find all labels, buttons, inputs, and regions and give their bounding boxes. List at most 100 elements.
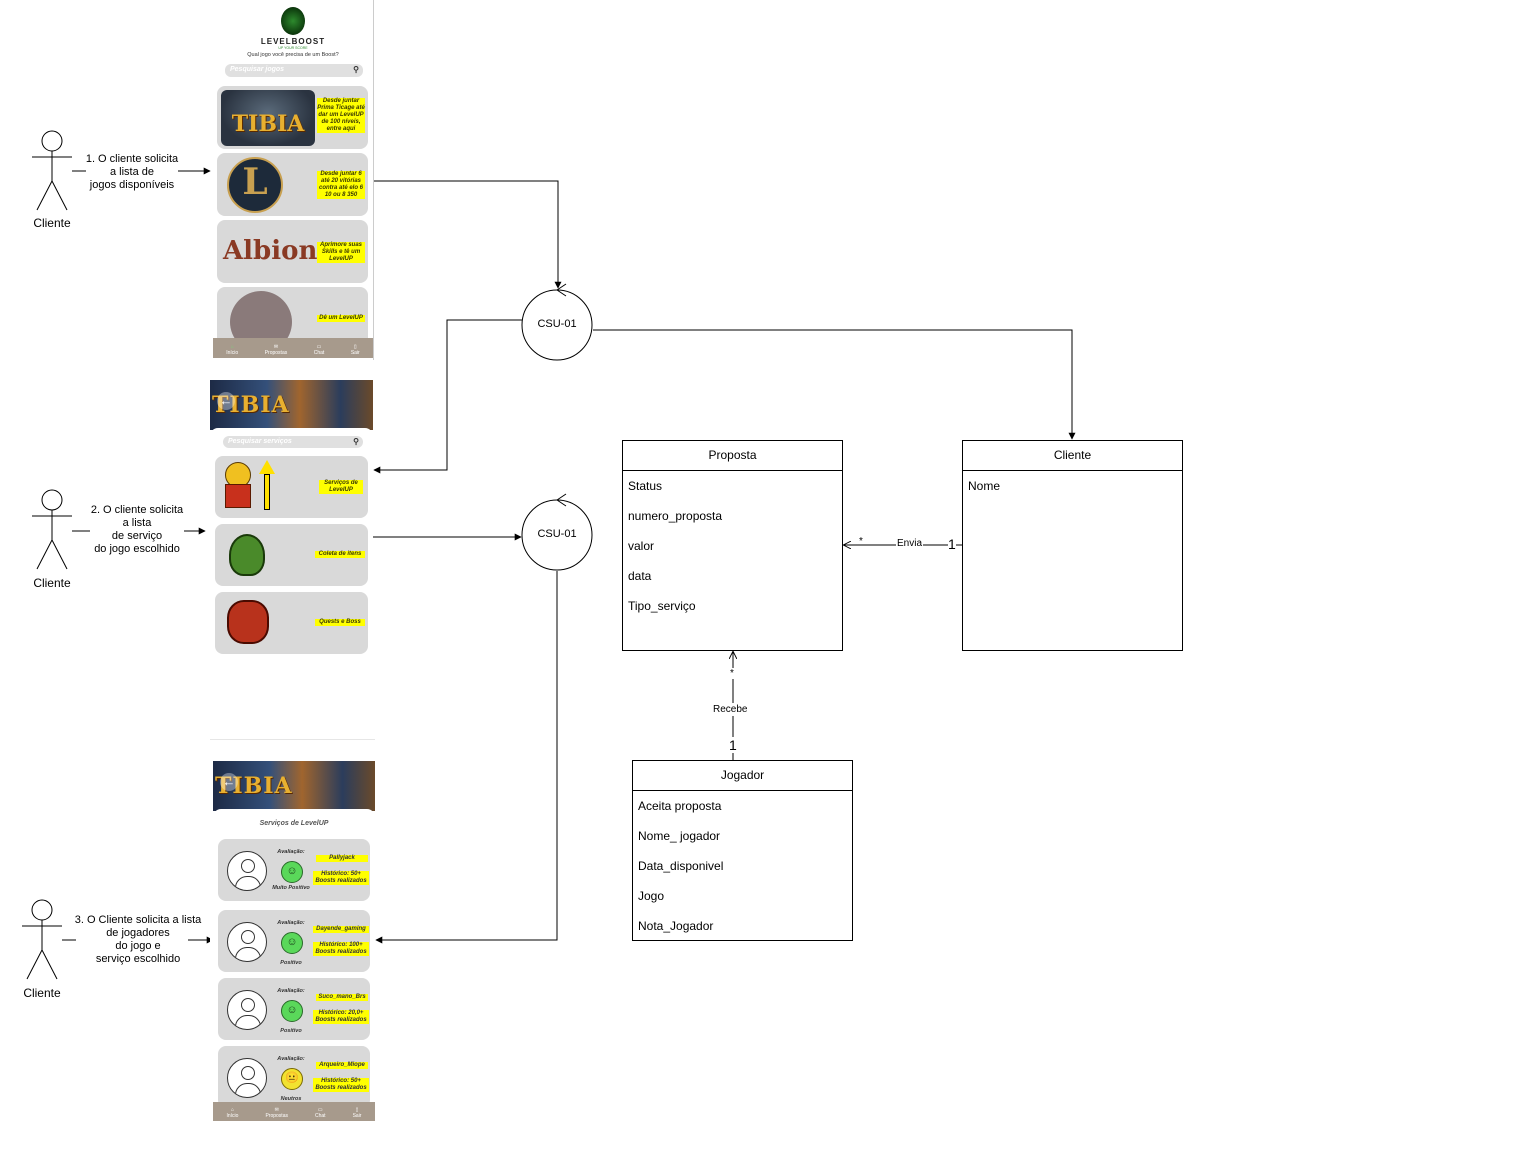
service-search-placeholder: Pesquisar serviços bbox=[228, 438, 292, 445]
nav-chat-label: Chat bbox=[315, 1113, 326, 1119]
service-label-items: Coleta de itens bbox=[315, 551, 365, 558]
player-list-heading: Serviços de LevelUP bbox=[259, 820, 329, 827]
screen1-subtitle: Qual jogo você precisa de um Boost? bbox=[247, 52, 339, 58]
player-name-1: Pallyjack bbox=[316, 855, 368, 862]
player-card-3[interactable]: Avaliação: ☺ Positivo Suco_mano_Brs Hist… bbox=[218, 978, 370, 1040]
game-card-lol[interactable]: L Desde juntar 6 até 20 vitórias contra … bbox=[217, 153, 368, 216]
player-card-1[interactable]: Avaliação: ☺ Muito Positivo Pallyjack Hi… bbox=[218, 839, 370, 901]
tibia-banner-3 bbox=[213, 761, 375, 811]
step-text-3: 3. O Cliente solicita a lista de jogador… bbox=[74, 914, 202, 965]
rating-value-4: Neutros bbox=[280, 1096, 302, 1102]
levelup-character-icon bbox=[225, 462, 251, 488]
service-label-levelup: Serviços de LevelUP bbox=[319, 480, 363, 494]
attr-jogo: Jogo bbox=[638, 889, 665, 903]
lol-logo-icon bbox=[227, 157, 283, 213]
nav-home-label: Início bbox=[226, 350, 239, 356]
game-card-tibia[interactable]: TIBIA Desde juntar Prima Ticage até dar … bbox=[217, 86, 368, 149]
class-name-cliente: Cliente bbox=[963, 441, 1182, 471]
nav-home-label: Início bbox=[226, 1113, 239, 1119]
nav-exit-3[interactable]: ▯Sair bbox=[352, 1107, 362, 1119]
attr-data: data bbox=[628, 569, 652, 583]
attr-status: Status bbox=[628, 479, 663, 493]
happy-face-icon: ☺ bbox=[281, 1000, 303, 1022]
service-label-quests: Quests e Boss bbox=[315, 619, 365, 626]
neutral-face-icon: 😐 bbox=[281, 1068, 303, 1090]
control-label-2: CSU-01 bbox=[537, 528, 577, 540]
bottom-nav-3: ⌂Início ✉Propostas ▭Chat ▯Sair bbox=[213, 1102, 375, 1121]
nav-proposals-1[interactable]: ✉Propostas bbox=[264, 344, 288, 356]
game-name-tibia: TIBIA bbox=[231, 111, 305, 137]
happy-face-icon: ☺ bbox=[281, 932, 303, 954]
class-name-jogador: Jogador bbox=[633, 761, 852, 791]
game-name-lol: L bbox=[242, 161, 268, 203]
rating-value-1: Muito Positivo bbox=[272, 885, 310, 891]
dragon-logo-icon bbox=[281, 7, 305, 35]
nav-chat-3[interactable]: ▭Chat bbox=[315, 1107, 326, 1119]
service-search-input[interactable]: Pesquisar serviços ⚲ bbox=[223, 436, 363, 448]
attr-data-disponivel: Data_disponivel bbox=[638, 859, 724, 873]
player-history-1: Histórico: 50+ Boosts realizados bbox=[313, 871, 369, 885]
control-label-1: CSU-01 bbox=[537, 318, 577, 330]
class-cliente[interactable]: Cliente Nome bbox=[962, 440, 1183, 651]
multiplicity-recebe-source: 1 bbox=[729, 737, 737, 753]
actor-figure-3 bbox=[22, 899, 62, 980]
service-card-quests[interactable]: Quests e Boss bbox=[215, 592, 368, 654]
association-label-envia: Envia bbox=[896, 538, 924, 549]
nav-proposals-3[interactable]: ✉Propostas bbox=[265, 1107, 288, 1119]
attr-tipo-servico: Tipo_serviço bbox=[628, 599, 696, 613]
arrow-up-icon bbox=[259, 460, 275, 474]
multiplicity-recebe-target: * bbox=[730, 668, 734, 679]
game-desc-albion: Aprimore suas Skills e tê um LevelUP bbox=[317, 242, 365, 263]
attr-aceita-proposta: Aceita proposta bbox=[638, 799, 722, 813]
rating-value-3: Positivo bbox=[280, 1028, 302, 1034]
back-button-3[interactable]: ← bbox=[220, 773, 238, 791]
bag-icon bbox=[229, 534, 265, 576]
game-search-placeholder: Pesquisar jogos bbox=[230, 66, 285, 73]
avatar bbox=[227, 851, 267, 891]
nav-exit-label: Sair bbox=[350, 350, 360, 356]
attr-numero-proposta: numero_proposta bbox=[628, 509, 723, 523]
attr-nome: Nome bbox=[968, 479, 1001, 493]
rating-value-2: Positivo bbox=[280, 960, 302, 966]
nav-exit-label: Sair bbox=[352, 1113, 362, 1119]
game-card-albion[interactable]: Albion Aprimore suas Skills e tê um Leve… bbox=[217, 220, 368, 283]
nav-home-1[interactable]: ⌂Início bbox=[226, 344, 239, 356]
service-card-levelup[interactable]: Serviços de LevelUP bbox=[215, 456, 368, 518]
nav-exit-1[interactable]: ▯Sair bbox=[350, 344, 360, 356]
game-search-input[interactable]: Pesquisar jogos ⚲ bbox=[225, 64, 363, 77]
brand-tag: UP YOUR SCORE bbox=[278, 46, 308, 50]
screen-service-list: TIBIA ← Pesquisar serviços ⚲ Serviços de… bbox=[210, 380, 373, 660]
demon-icon bbox=[227, 600, 269, 644]
game-desc-4: Dê um LevelUP bbox=[317, 315, 365, 322]
player-name-2: Dayende_gaming bbox=[313, 926, 369, 933]
avatar bbox=[227, 1058, 267, 1098]
banner-title-2: TIBIA bbox=[212, 392, 290, 418]
tibia-banner bbox=[210, 380, 373, 430]
player-card-2[interactable]: Avaliação: ☺ Positivo Dayende_gaming His… bbox=[218, 910, 370, 972]
search-icon: ⚲ bbox=[353, 65, 359, 74]
screen-game-list: LEVELBOOST UP YOUR SCORE Qual jogo você … bbox=[213, 0, 374, 360]
attr-nome-jogador: Nome_ jogador bbox=[638, 829, 721, 843]
game-desc-tibia: Desde juntar Prima Ticage até dar um Lev… bbox=[317, 98, 365, 133]
service-card-items[interactable]: Coleta de itens bbox=[215, 524, 368, 586]
avatar bbox=[227, 922, 267, 962]
actor-label-2: Cliente bbox=[33, 576, 71, 590]
nav-home-3[interactable]: ⌂Início bbox=[226, 1107, 239, 1119]
player-history-4: Histórico: 50+ Boosts realizados bbox=[313, 1078, 369, 1092]
brand-name: LEVELBOOST bbox=[260, 37, 326, 46]
class-jogador[interactable]: Jogador Aceita proposta Nome_ jogador Da… bbox=[632, 760, 853, 941]
player-history-3: Histórico: 20,0+ Boosts realizados bbox=[313, 1010, 369, 1024]
multiplicity-envia-source: 1 bbox=[948, 536, 956, 552]
attr-nota-jogador: Nota_Jogador bbox=[638, 919, 714, 933]
step-text-2: 2. O cliente solicita a lista de serviço… bbox=[90, 504, 184, 555]
avatar bbox=[227, 990, 267, 1030]
game-name-albion: Albion bbox=[223, 236, 318, 266]
nav-chat-label: Chat bbox=[313, 350, 325, 356]
class-proposta[interactable]: Proposta Status numero_proposta valor da… bbox=[622, 440, 843, 651]
player-name-3: Suco_mano_Brs bbox=[316, 994, 368, 1001]
step-text-1: 1. O cliente solicita a lista de jogos d… bbox=[85, 153, 179, 191]
back-button-2[interactable]: ← bbox=[217, 392, 235, 410]
happy-face-icon: ☺ bbox=[281, 861, 303, 883]
nav-chat-1[interactable]: ▭Chat bbox=[313, 344, 325, 356]
player-card-4[interactable]: Avaliação: 😐 Neutros Arqueiro_Miope Hist… bbox=[218, 1046, 370, 1108]
